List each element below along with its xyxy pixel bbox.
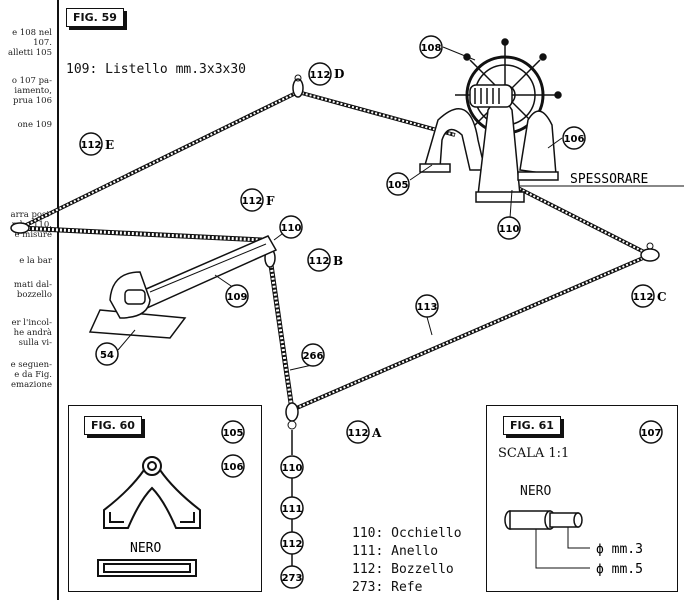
block-b-letter: B <box>333 254 343 268</box>
margin-line: er l'incol- <box>11 318 52 328</box>
margin-line: o 107 pa- <box>11 76 52 86</box>
fig61-scale: SCALA 1:1 <box>498 446 570 461</box>
bitt-base-outline <box>97 559 197 577</box>
fig60-ref-106: 106 <box>223 462 244 473</box>
fig61-dim-5: ϕ mm.5 <box>596 562 643 577</box>
legend-item: 112: Bozzello <box>352 562 454 577</box>
label-110-wheel: 110 <box>499 224 520 235</box>
fig60-tag: FIG. 60 <box>84 416 142 435</box>
margin-line: e 108 nel <box>12 28 52 38</box>
spessorare-label: SPESSORARE <box>570 172 648 187</box>
margin-line: iamento, <box>14 86 52 96</box>
margin-line: prua 106 <box>13 96 52 106</box>
label-105: 105 <box>388 180 409 191</box>
legend-item: 110: Occhiello <box>352 526 462 541</box>
fig61-color-label: NERO <box>520 484 552 499</box>
margin-line: 107. <box>33 38 52 48</box>
margin-line: he andrà <box>13 328 52 338</box>
fig61-tag: FIG. 61 <box>503 416 561 435</box>
fig59-caption: 109: Listello mm.3x3x30 <box>66 62 247 77</box>
fig59-tag: FIG. 59 <box>66 8 124 27</box>
margin-line: mati dal- <box>13 280 52 290</box>
fig60-ref-105: 105 <box>223 428 244 439</box>
margin-line: bozzello <box>16 290 52 300</box>
block-e <box>10 222 30 234</box>
margin-line: e da Fig. <box>14 370 52 380</box>
margin-line: emazione <box>11 380 52 390</box>
margin-line: e seguen- <box>10 360 52 370</box>
dimension-leaders <box>535 527 590 569</box>
label-112-chain: 112 <box>282 539 303 550</box>
label-111: 111 <box>282 504 303 515</box>
block-a-letter: A <box>371 426 382 440</box>
block-a-number: 112 <box>348 428 369 439</box>
block-b-number: 112 <box>309 256 330 267</box>
block-f-letter: F <box>266 194 275 208</box>
label-54: 54 <box>100 350 114 361</box>
part-circles <box>79 35 655 589</box>
wheel-stand <box>419 84 559 203</box>
margin-line: e misure <box>14 230 52 240</box>
column-rule <box>57 0 59 600</box>
block-a <box>285 402 299 430</box>
rope-lines <box>19 90 651 412</box>
label-109: 109 <box>227 292 248 303</box>
bitt-part-outline <box>103 456 201 529</box>
margin-line: one 109 <box>17 120 52 130</box>
block-c <box>640 242 660 262</box>
margin-line: mbo 110, <box>11 220 52 230</box>
block-c-number: 112 <box>633 292 654 303</box>
fig60-color-label: NERO <box>130 541 161 556</box>
margin-text-column: e 108 nel 107. alletti 105 o 107 pa- iam… <box>0 28 52 390</box>
block-d <box>292 74 304 98</box>
margin-line: alletti 105 <box>7 48 52 58</box>
label-110-chain: 110 <box>282 463 303 474</box>
label-110-boom: 110 <box>281 223 302 234</box>
label-113: 113 <box>417 302 438 313</box>
legend-item: 273: Refe <box>352 580 423 595</box>
parts-legend: 110: Occhiello 111: Anello 112: Bozzello… <box>352 525 462 597</box>
pin-part-outline <box>504 510 583 530</box>
margin-line: sulla vi- <box>18 338 52 348</box>
margin-line: arra posi- <box>10 210 52 220</box>
label-108: 108 <box>421 43 442 54</box>
margin-line: e la bar <box>19 256 52 266</box>
fig61-ref-107: 107 <box>641 428 662 439</box>
block-f-number: 112 <box>242 196 263 207</box>
anchor-54 <box>88 271 187 339</box>
label-266: 266 <box>303 351 324 362</box>
legend-item: 111: Anello <box>352 544 439 559</box>
fig61-dim-3: ϕ mm.3 <box>596 542 643 557</box>
label-106: 106 <box>564 134 585 145</box>
block-e-letter: E <box>105 138 114 152</box>
block-c-letter: C <box>657 290 667 304</box>
block-e-number: 112 <box>81 140 102 151</box>
block-d-letter: D <box>334 67 344 81</box>
label-273: 273 <box>282 573 303 584</box>
block-d-number: 112 <box>310 70 331 81</box>
